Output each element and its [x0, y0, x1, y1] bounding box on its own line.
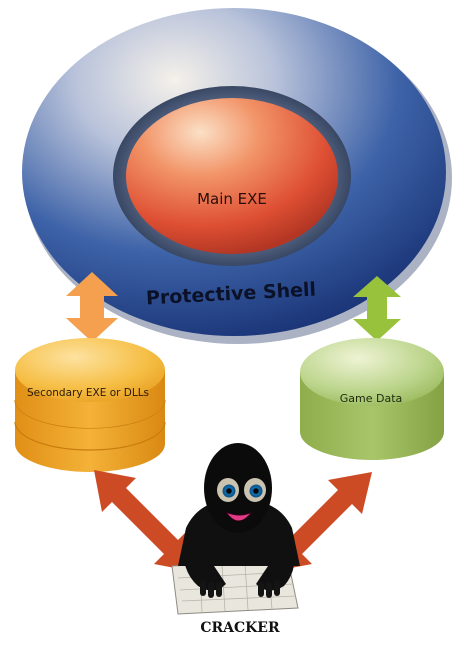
secondary-exe-dll-stack: Secondary EXE or DLLs	[14, 338, 166, 472]
cracker-eyes	[217, 478, 266, 502]
game-data-label: Game Data	[340, 392, 403, 405]
game-data-db: Game Data	[300, 338, 444, 460]
right-db-top	[300, 338, 444, 406]
left-double-arrow	[66, 272, 118, 342]
protective-shell: Main EXE Protective Shell	[22, 8, 452, 344]
cracker-label: CRACKER	[200, 620, 280, 636]
cracker-mouth	[224, 510, 253, 522]
secondary-exe-dll-label: Secondary EXE or DLLs	[27, 387, 149, 399]
cracker-arrow-left	[94, 470, 196, 572]
main-exe-core	[126, 98, 338, 254]
cracker-figure	[171, 443, 300, 615]
main-exe-label: Main EXE	[197, 190, 267, 208]
left-db-top	[15, 338, 165, 402]
right-double-arrow	[353, 276, 401, 341]
